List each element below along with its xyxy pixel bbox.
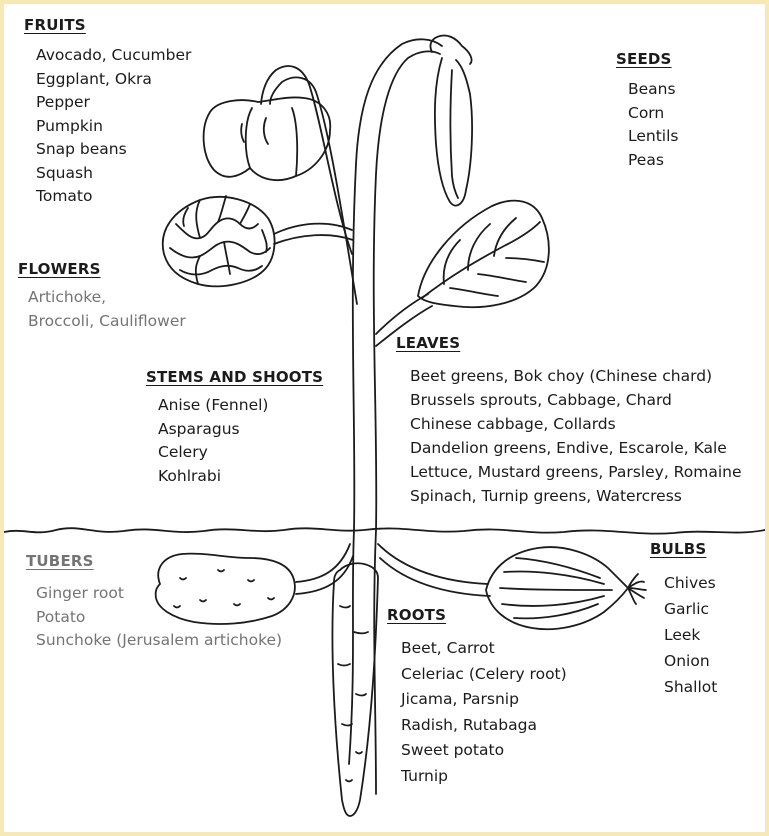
bulbs-item: Leek: [664, 622, 717, 648]
fruits-item: Avocado, Cucumber: [36, 44, 191, 68]
leaves-item: Dandelion greens, Endive, Escarole, Kale: [410, 436, 742, 460]
leaves-item: Beet greens, Bok choy (Chinese chard): [410, 364, 742, 388]
leaves-heading: LEAVES: [396, 334, 742, 352]
roots-heading: ROOTS: [387, 606, 567, 624]
plant-parts-diagram: FRUITS Avocado, Cucumber Eggplant, Okra …: [4, 4, 765, 832]
seeds-item: Lentils: [628, 125, 679, 149]
bulbs-item: Garlic: [664, 596, 717, 622]
seeds-item: Corn: [628, 102, 679, 126]
tubers-item: Potato: [36, 606, 282, 630]
leaves-list: Beet greens, Bok choy (Chinese chard) Br…: [410, 364, 742, 508]
bulbs-item: Shallot: [664, 674, 717, 700]
tubers-item: Sunchoke (Jerusalem artichoke): [36, 629, 282, 653]
flowers-item: Artichoke,: [28, 286, 186, 310]
soil-line: [4, 528, 765, 533]
fruits-list: Avocado, Cucumber Eggplant, Okra Pepper …: [36, 44, 191, 209]
stems-item: Asparagus: [158, 418, 323, 442]
flowers-item: Broccoli, Cauliflower: [28, 310, 186, 334]
stems-list: Anise (Fennel) Asparagus Celery Kohlrabi: [158, 394, 323, 488]
fruits-item: Tomato: [36, 185, 191, 209]
bulbs-item: Chives: [664, 570, 717, 596]
tubers-list: Ginger root Potato Sunchoke (Jerusalem a…: [36, 582, 282, 653]
flowers-list: Artichoke, Broccoli, Cauliflower: [28, 286, 186, 333]
bulbs-list: Chives Garlic Leek Onion Shallot: [664, 570, 717, 700]
leaves-item: Lettuce, Mustard greens, Parsley, Romain…: [410, 460, 742, 484]
roots-item: Celeriac (Celery root): [401, 662, 567, 688]
pepper-branch: [261, 66, 357, 304]
fruits-item: Pumpkin: [36, 115, 191, 139]
stems-group: STEMS AND SHOOTS Anise (Fennel) Asparagu…: [146, 368, 323, 488]
stems-item: Celery: [158, 441, 323, 465]
bulbs-group: BULBS Chives Garlic Leek Onion Shallot: [650, 540, 717, 700]
roots-group: ROOTS Beet, Carrot Celeriac (Celery root…: [387, 606, 567, 789]
artichoke-branch: [274, 224, 353, 244]
fruits-group: FRUITS Avocado, Cucumber Eggplant, Okra …: [24, 16, 191, 209]
leaves-item: Brussels sprouts, Cabbage, Chard: [410, 388, 742, 412]
leaves-group: LEAVES Beet greens, Bok choy (Chinese ch…: [396, 334, 742, 508]
tubers-item: Ginger root: [36, 582, 282, 606]
tubers-heading: TUBERS: [26, 552, 282, 570]
roots-list: Beet, Carrot Celeriac (Celery root) Jica…: [401, 636, 567, 789]
fruits-item: Snap beans: [36, 138, 191, 162]
stems-item: Kohlrabi: [158, 465, 323, 489]
seeds-item: Beans: [628, 78, 679, 102]
fruits-item: Eggplant, Okra: [36, 68, 191, 92]
stems-heading: STEMS AND SHOOTS: [146, 368, 323, 386]
tubers-group: TUBERS Ginger root Potato Sunchoke (Jeru…: [26, 552, 282, 653]
flowers-heading: FLOWERS: [18, 260, 186, 278]
flowers-group: FLOWERS Artichoke, Broccoli, Cauliflower: [18, 260, 186, 333]
pepper-fruit-drawing: [204, 97, 331, 180]
carrot-root-drawing: [332, 563, 378, 816]
roots-item: Jicama, Parsnip: [401, 687, 567, 713]
stems-item: Anise (Fennel): [158, 394, 323, 418]
roots-item: Turnip: [401, 764, 567, 790]
leaves-item: Chinese cabbage, Collards: [410, 412, 742, 436]
fruits-heading: FRUITS: [24, 16, 191, 34]
leaf-drawing: [376, 201, 549, 346]
seeds-item: Peas: [628, 149, 679, 173]
fruits-item: Squash: [36, 162, 191, 186]
seeds-heading: SEEDS: [616, 50, 679, 68]
roots-item: Sweet potato: [401, 738, 567, 764]
seeds-group: SEEDS Beans Corn Lentils Peas: [616, 50, 679, 172]
leaves-item: Spinach, Turnip greens, Watercress: [410, 484, 742, 508]
fruits-item: Pepper: [36, 91, 191, 115]
seeds-list: Beans Corn Lentils Peas: [628, 78, 679, 172]
roots-item: Beet, Carrot: [401, 636, 567, 662]
pea-pod-drawing: [430, 35, 472, 205]
roots-item: Radish, Rutabaga: [401, 713, 567, 739]
bulbs-heading: BULBS: [650, 540, 717, 558]
bulbs-item: Onion: [664, 648, 717, 674]
